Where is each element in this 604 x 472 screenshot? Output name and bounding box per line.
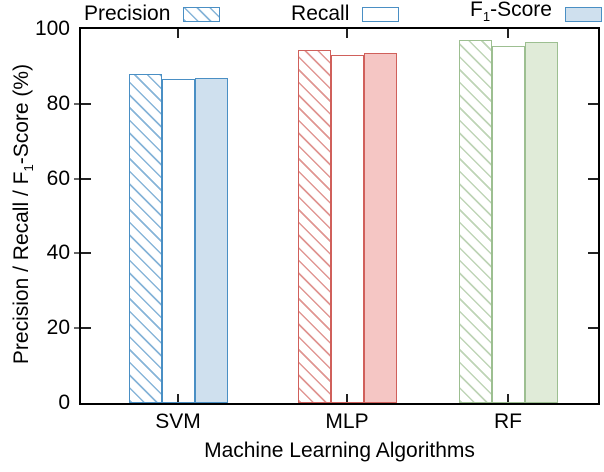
y-tick-label: 100 bbox=[34, 17, 70, 40]
legend-label-f1-score: F1-Score bbox=[470, 0, 552, 25]
x-tick-mark bbox=[177, 29, 179, 38]
plot-area bbox=[79, 27, 600, 405]
y-tick-label: 40 bbox=[46, 241, 70, 264]
y-tick-label: 20 bbox=[46, 316, 70, 339]
y-tick-mark bbox=[81, 252, 91, 254]
bar-precision-svm bbox=[128, 74, 162, 403]
x-category-label: MLP bbox=[325, 410, 369, 433]
legend-label-recall: Recall bbox=[291, 2, 350, 25]
bar-recall-rf bbox=[491, 46, 525, 403]
legend-item-f1-score: F1-Score bbox=[470, 0, 602, 30]
y-tick-mark bbox=[588, 327, 598, 329]
legend-item-recall: Recall bbox=[291, 2, 400, 26]
bar-f1-score-svm bbox=[194, 78, 228, 403]
x-tick-mark bbox=[346, 29, 348, 38]
x-tick-mark bbox=[507, 394, 509, 403]
y-tick-mark bbox=[81, 103, 91, 105]
legend-swatch-f1-score-icon bbox=[564, 6, 602, 22]
x-category-label: SVM bbox=[155, 410, 201, 433]
y-tick-stub bbox=[74, 178, 79, 180]
y-tick-stub bbox=[74, 252, 79, 254]
y-tick-label: 0 bbox=[58, 391, 70, 414]
legend: Precision Recall F1-Score bbox=[84, 0, 602, 26]
y-tick-mark bbox=[588, 178, 598, 180]
bar-precision-rf bbox=[458, 40, 492, 403]
legend-label-precision: Precision bbox=[84, 2, 171, 25]
y-tick-mark bbox=[588, 252, 598, 254]
y-tick-label: 80 bbox=[46, 92, 70, 115]
y-tick-mark bbox=[588, 103, 598, 105]
x-axis-title: Machine Learning Algorithms bbox=[204, 439, 475, 462]
y-tick-mark bbox=[81, 178, 91, 180]
x-tick-mark bbox=[507, 29, 509, 38]
y-tick-label: 60 bbox=[46, 167, 70, 190]
bar-recall-svm bbox=[161, 79, 195, 403]
legend-swatch-precision-icon bbox=[183, 6, 221, 22]
x-tick-mark bbox=[177, 394, 179, 403]
bar-precision-mlp bbox=[297, 50, 331, 403]
legend-swatch-recall-icon bbox=[362, 6, 400, 22]
bar-f1-score-rf bbox=[524, 42, 558, 403]
legend-item-precision: Precision bbox=[84, 2, 221, 26]
x-tick-mark bbox=[346, 394, 348, 403]
y-axis-title: Precision / Recall / F1-Score (%) bbox=[10, 63, 37, 365]
bar-recall-mlp bbox=[330, 55, 364, 403]
y-tick-stub bbox=[74, 103, 79, 105]
x-category-label: RF bbox=[494, 410, 522, 433]
y-tick-stub bbox=[74, 327, 79, 329]
bar-f1-score-mlp bbox=[363, 53, 397, 403]
y-tick-mark bbox=[81, 327, 91, 329]
